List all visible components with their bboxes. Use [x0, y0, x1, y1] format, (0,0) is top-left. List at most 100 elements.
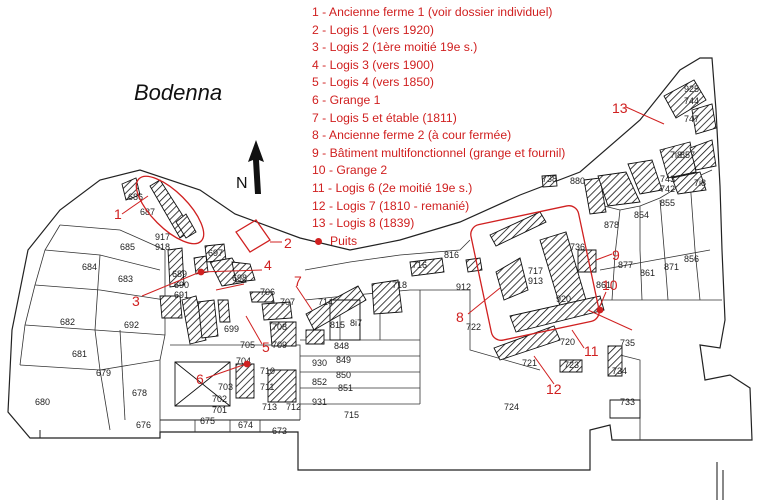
svg-text:707: 707: [280, 297, 295, 307]
north-label: N: [236, 175, 248, 192]
svg-text:743: 743: [660, 174, 675, 184]
svg-text:877: 877: [618, 260, 633, 270]
svg-text:913: 913: [528, 276, 543, 286]
svg-text:721: 721: [522, 358, 537, 368]
svg-text:912: 912: [456, 282, 471, 292]
svg-text:679: 679: [96, 368, 111, 378]
legend-item: 3 - Logis 2 (1ère moitié 19e s.): [312, 40, 478, 55]
svg-text:720: 720: [560, 337, 575, 347]
callout-12: 12: [546, 381, 562, 397]
svg-text:920: 920: [556, 294, 571, 304]
legend-item: 10 - Grange 2: [312, 163, 388, 178]
callout-numbers: 1 2 3 4 5 6 7 8 9 10 11 12 13: [114, 100, 628, 397]
svg-text:682: 682: [60, 317, 75, 327]
svg-text:699: 699: [224, 324, 239, 334]
svg-text:735: 735: [620, 338, 635, 348]
svg-text:683: 683: [118, 274, 133, 284]
svg-text:718: 718: [392, 280, 407, 290]
svg-text:861: 861: [640, 268, 655, 278]
svg-text:710: 710: [260, 366, 275, 376]
svg-text:702: 702: [212, 394, 227, 404]
legend-item: 13 - Logis 8 (1839): [312, 216, 415, 231]
svg-text:878: 878: [604, 220, 619, 230]
svg-text:686: 686: [128, 192, 143, 202]
svg-text:931: 931: [312, 397, 327, 407]
svg-text:698: 698: [232, 273, 247, 283]
svg-text:738: 738: [542, 174, 557, 184]
svg-text:734: 734: [612, 366, 627, 376]
svg-text:744: 744: [684, 96, 699, 106]
svg-text:705: 705: [240, 340, 255, 350]
callout-4: 4: [264, 257, 272, 273]
legend-item: 4 - Logis 3 (vers 1900): [312, 57, 434, 72]
callout-7: 7: [294, 273, 302, 289]
svg-text:717: 717: [528, 266, 543, 276]
svg-text:713: 713: [262, 402, 277, 412]
svg-text:849: 849: [336, 355, 351, 365]
svg-text:715: 715: [344, 410, 359, 420]
buildings: [121, 79, 717, 403]
well-marker: [243, 360, 251, 368]
svg-text:723: 723: [564, 360, 579, 370]
svg-text:709: 709: [272, 340, 287, 350]
svg-text:816: 816: [444, 250, 459, 260]
svg-text:736: 736: [570, 242, 585, 252]
well-marker: [197, 268, 205, 276]
highlight-outlines: [135, 175, 600, 341]
legend: 1 - Ancienne ferme 1 (voir dossier indiv…: [312, 4, 572, 250]
svg-text:856: 856: [684, 254, 699, 264]
svg-text:733: 733: [620, 397, 635, 407]
legend-item: 7 - Logis 5 et étable (1811): [312, 110, 457, 125]
svg-text:850: 850: [336, 370, 351, 380]
svg-text:704: 704: [236, 356, 251, 366]
legend-item: 12 - Logis 7 (1810 - remanié): [312, 198, 470, 213]
svg-text:691: 691: [174, 290, 189, 300]
svg-text:747: 747: [684, 114, 699, 124]
svg-text:917: 917: [155, 232, 170, 242]
svg-text:689: 689: [172, 269, 187, 279]
svg-text:861: 861: [596, 280, 611, 290]
legend-puits: Puits: [312, 233, 572, 251]
svg-text:852: 852: [312, 377, 327, 387]
legend-item: 6 - Grange 1: [312, 92, 381, 107]
svg-text:848: 848: [334, 341, 349, 351]
svg-text:930: 930: [312, 358, 327, 368]
svg-text:871: 871: [664, 262, 679, 272]
svg-text:673: 673: [272, 426, 287, 436]
place-name: Bodenna: [134, 80, 222, 105]
wells: [197, 268, 604, 368]
callout-10: 10: [602, 277, 618, 293]
legend-item: 9 - Bâtiment multifonctionnel (grange et…: [312, 145, 566, 160]
svg-text:854: 854: [634, 210, 649, 220]
svg-text:714: 714: [318, 297, 333, 307]
svg-text:706: 706: [260, 287, 275, 297]
legend-item: 8 - Ancienne ferme 2 (à cour fermée): [312, 128, 512, 143]
callout-13: 13: [612, 100, 628, 116]
svg-text:925: 925: [684, 84, 699, 94]
callout-1: 1: [114, 206, 122, 222]
svg-text:7i8: 7i8: [670, 150, 682, 160]
svg-text:674: 674: [238, 420, 253, 430]
leader-lines: [121, 106, 665, 385]
svg-text:678: 678: [132, 388, 147, 398]
callout-9: 9: [612, 247, 620, 263]
svg-text:851: 851: [338, 383, 353, 393]
svg-text:675: 675: [200, 416, 215, 426]
svg-text:722: 722: [466, 322, 481, 332]
svg-text:742: 742: [660, 184, 675, 194]
svg-text:724: 724: [504, 402, 519, 412]
svg-text:815: 815: [330, 320, 345, 330]
legend-item: 2 - Logis 1 (vers 1920): [312, 22, 434, 37]
puits-label: Puits: [330, 233, 358, 248]
svg-text:8i7: 8i7: [350, 318, 362, 328]
svg-text:697: 697: [208, 248, 223, 258]
svg-text:680: 680: [35, 397, 50, 407]
svg-text:708: 708: [272, 322, 287, 332]
svg-text:7i8: 7i8: [694, 178, 706, 188]
callout-3: 3: [132, 293, 140, 309]
svg-text:712: 712: [286, 402, 301, 412]
callout-6: 6: [196, 371, 204, 387]
svg-text:681: 681: [72, 349, 87, 359]
svg-text:685: 685: [120, 242, 135, 252]
